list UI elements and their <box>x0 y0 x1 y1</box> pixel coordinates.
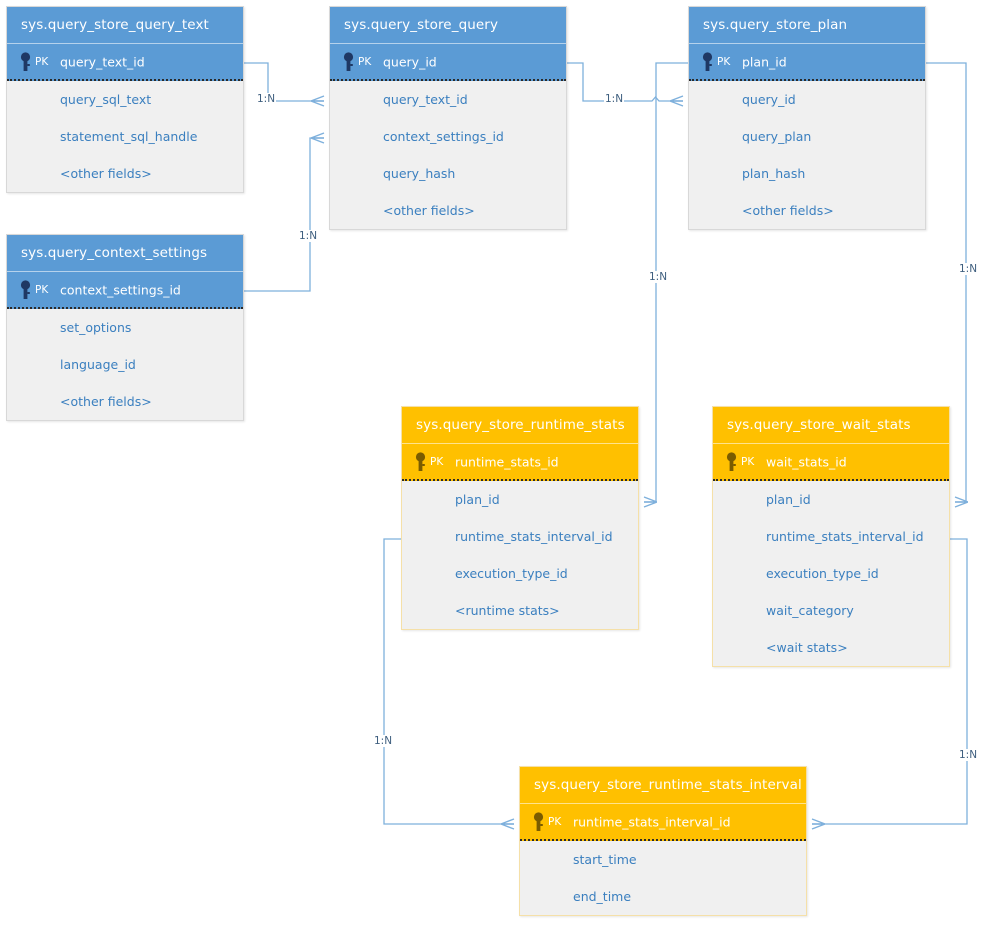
field-row: <wait stats> <box>766 640 848 655</box>
key-icon <box>701 51 714 72</box>
field-row: <other fields> <box>742 203 834 218</box>
primary-key-row: PK wait_stats_id <box>713 443 949 481</box>
connector-settings-to-query <box>244 138 324 292</box>
field-row: plan_id <box>455 492 500 507</box>
primary-key-row: PK query_text_id <box>7 43 243 81</box>
pk-field-name: runtime_stats_interval_id <box>573 814 731 829</box>
field-row: <runtime stats> <box>455 603 560 618</box>
entity-query-store-plan[interactable]: sys.query_store_plan PK plan_id query_id… <box>688 6 926 230</box>
key-icon <box>532 811 545 832</box>
primary-key-row: PK plan_id <box>689 43 925 81</box>
key-icon <box>19 51 32 72</box>
entity-query-context-settings[interactable]: sys.query_context_settings PK context_se… <box>6 234 244 421</box>
pk-field-name: plan_id <box>742 54 787 69</box>
field-row: query_id <box>742 92 796 107</box>
entity-query-store-wait-stats[interactable]: sys.query_store_wait_stats PK wait_stats… <box>712 406 950 667</box>
pk-badge: PK <box>358 55 372 68</box>
cardinality-label-interval-to-runtime: 1:N <box>373 735 394 747</box>
field-row: wait_category <box>766 603 854 618</box>
pk-field-name: query_id <box>383 54 437 69</box>
pk-field-name: runtime_stats_id <box>455 454 559 469</box>
field-list: plan_id runtime_stats_interval_id execut… <box>402 481 638 629</box>
pk-field-name: query_text_id <box>60 54 145 69</box>
entity-title: sys.query_store_runtime_stats <box>402 407 638 443</box>
pk-badge: PK <box>548 815 562 828</box>
field-row: execution_type_id <box>766 566 879 581</box>
field-row: runtime_stats_interval_id <box>766 529 924 544</box>
pk-badge: PK <box>717 55 731 68</box>
primary-key-row: PK query_id <box>330 43 566 81</box>
field-row: query_plan <box>742 129 812 144</box>
entity-query-store-query[interactable]: sys.query_store_query PK query_id query_… <box>329 6 567 230</box>
pk-field-name: context_settings_id <box>60 282 181 297</box>
key-icon <box>414 451 427 472</box>
field-list: set_options language_id <other fields> <box>7 309 243 420</box>
pk-badge: PK <box>35 283 49 296</box>
field-row: query_sql_text <box>60 92 152 107</box>
entity-title: sys.query_store_plan <box>689 7 925 43</box>
entity-query-store-query-text[interactable]: sys.query_store_query_text PK query_text… <box>6 6 244 193</box>
pk-badge: PK <box>430 455 444 468</box>
entity-title: sys.query_store_query <box>330 7 566 43</box>
field-list: start_time end_time <box>520 841 806 915</box>
entity-title: sys.query_store_query_text <box>7 7 243 43</box>
field-row: <other fields> <box>60 394 152 409</box>
primary-key-row: PK runtime_stats_interval_id <box>520 803 806 841</box>
field-row: <other fields> <box>60 166 152 181</box>
pk-badge: PK <box>741 455 755 468</box>
field-list: query_sql_text statement_sql_handle <oth… <box>7 81 243 192</box>
primary-key-row: PK context_settings_id <box>7 271 243 309</box>
cardinality-label-interval-to-wait: 1:N <box>958 749 979 761</box>
pk-badge: PK <box>35 55 49 68</box>
cardinality-label-settings-to-query: 1:N <box>298 230 319 242</box>
entity-title: sys.query_store_runtime_stats_interval <box>520 767 806 803</box>
connector-query-to-plan <box>567 62 683 101</box>
field-list: query_text_id context_settings_id query_… <box>330 81 566 229</box>
primary-key-row: PK runtime_stats_id <box>402 443 638 481</box>
cardinality-label-query-to-plan: 1:N <box>604 93 625 105</box>
field-row: <other fields> <box>383 203 475 218</box>
entity-title: sys.query_context_settings <box>7 235 243 271</box>
key-icon <box>342 51 355 72</box>
field-row: statement_sql_handle <box>60 129 198 144</box>
field-row: language_id <box>60 357 136 372</box>
field-list: plan_id runtime_stats_interval_id execut… <box>713 481 949 666</box>
field-row: context_settings_id <box>383 129 504 144</box>
field-row: start_time <box>573 852 637 867</box>
field-row: runtime_stats_interval_id <box>455 529 613 544</box>
key-icon <box>725 451 738 472</box>
field-row: plan_hash <box>742 166 806 181</box>
field-row: end_time <box>573 889 632 904</box>
entity-title: sys.query_store_wait_stats <box>713 407 949 443</box>
key-icon <box>19 279 32 300</box>
cardinality-label-text-to-query: 1:N <box>256 93 277 105</box>
pk-field-name: wait_stats_id <box>766 454 847 469</box>
field-row: execution_type_id <box>455 566 568 581</box>
field-row: plan_id <box>766 492 811 507</box>
field-row: query_text_id <box>383 92 468 107</box>
cardinality-label-plan-to-runtime: 1:N <box>648 271 669 283</box>
field-row: query_hash <box>383 166 456 181</box>
field-list: query_id query_plan plan_hash <other fie… <box>689 81 925 229</box>
entity-query-store-runtime-stats[interactable]: sys.query_store_runtime_stats PK runtime… <box>401 406 639 630</box>
entity-query-store-runtime-stats-interval[interactable]: sys.query_store_runtime_stats_interval P… <box>519 766 807 916</box>
cardinality-label-plan-to-wait: 1:N <box>958 263 979 275</box>
field-row: set_options <box>60 320 132 335</box>
